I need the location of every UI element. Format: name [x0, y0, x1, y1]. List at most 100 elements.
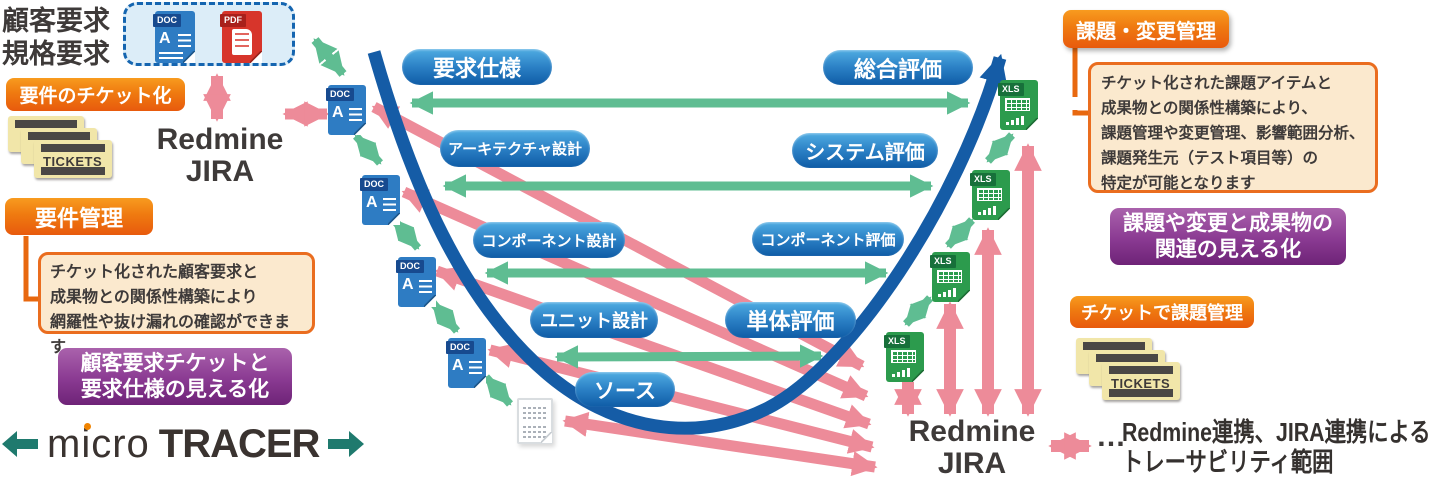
purple-right-line2: 関連の見える化: [1154, 238, 1302, 261]
ticket-issue-management-badge: チケットで課題管理: [1070, 296, 1254, 328]
xls-bars: [1006, 116, 1024, 125]
desc-right-line1: チケット化された課題アイテムと: [1101, 75, 1332, 92]
xls-file-icon: XLS: [884, 332, 924, 382]
tickets-icon: TICKETS: [8, 116, 114, 180]
doc-file-label: DOC: [446, 341, 474, 354]
phase-pill-architecture-design: アーキテクチャ設計: [440, 130, 590, 167]
jira-text: JIRA: [937, 447, 1007, 478]
source-line: [523, 412, 547, 414]
xls-file-icon: XLS: [930, 252, 970, 302]
connector-reqmgmt-desc: [23, 236, 40, 302]
source-file-icon: [517, 398, 553, 444]
doc-letter: A: [159, 30, 171, 47]
ticket-front: TICKETS: [1102, 362, 1180, 400]
callout-connectors: [23, 46, 1088, 302]
doc-file-icon: DOC A: [360, 175, 400, 225]
xls-bars: [938, 288, 956, 297]
doc-letter: A: [332, 104, 344, 121]
issue-change-description: チケット化された課題アイテムと 成果物との関係性構築により、 課題管理や変更管理…: [1088, 62, 1378, 193]
redmine-text: Redmine: [908, 415, 1036, 448]
pdf-file-label: PDF: [220, 14, 246, 27]
redmine-text: Redmine: [156, 123, 284, 156]
redmine-jira-label-bottom: Redmine JIRA: [898, 416, 1046, 478]
desc-right-line5: 特定が可能となります: [1101, 175, 1256, 192]
customer-requirements-label: 顧客要求 規格要求: [2, 5, 110, 71]
relation-arrow-level4: [554, 344, 824, 369]
purple-right-line1: 課題や変更と成果物の: [1123, 212, 1333, 235]
relation-arrow-xls3-xls2: [945, 217, 975, 249]
relation-arrow-doc1-doc2: [353, 133, 383, 166]
doc-lines: [349, 108, 362, 121]
issue-change-management-badge: 課題・変更管理: [1063, 10, 1229, 48]
xls-bars: [892, 368, 910, 377]
xls-file-icon: XLS: [970, 170, 1010, 220]
purple-left-line2: 要求仕様の見える化: [80, 378, 270, 401]
doc-lines-bottom: [159, 52, 183, 59]
xls-grid: [977, 188, 1002, 201]
xls-grid: [1005, 98, 1030, 111]
xls-file-label: XLS: [970, 173, 996, 186]
relation-arrow-input-doc1: [311, 37, 347, 77]
doc-file-icon: DOC A: [446, 338, 486, 388]
phase-pill-requirements-spec: 要求仕様: [402, 49, 552, 85]
doc-letter: A: [402, 276, 414, 293]
phase-pill-system-evaluation: システム評価: [792, 133, 938, 168]
pdf-page-glyph: [232, 29, 252, 55]
doc-file-icon: DOC A: [396, 257, 436, 307]
doc-file-label: DOC: [326, 88, 354, 101]
pdf-file-icon: PDF: [220, 11, 262, 63]
requirements-management-badge: 要件管理: [5, 198, 153, 235]
source-line: [523, 431, 547, 433]
connector-issuechange-desc: [1072, 46, 1088, 116]
purple-left-line1: 顧客要求チケットと: [80, 352, 270, 375]
source-line: [523, 417, 547, 419]
logo-orange-dot: [84, 423, 91, 430]
source-line: [523, 436, 547, 438]
microtracer-logo: micro TRACER: [2, 422, 365, 466]
phase-pill-component-design: コンポーネント設計: [473, 222, 625, 258]
phase-pill-overall-evaluation: 総合評価: [823, 50, 973, 85]
desc-right-line3: 課題管理や変更管理、影響範囲分析、: [1101, 125, 1365, 142]
doc-letter: A: [366, 194, 378, 211]
requirements-management-description: チケット化された顧客要求と 成果物との関係性構築により 網羅性や抜け漏れの確認が…: [38, 252, 315, 356]
logo-right-arrow-icon: [328, 431, 365, 457]
redmine-jira-label-top: Redmine JIRA: [156, 124, 284, 188]
xls-file-label: XLS: [930, 255, 956, 268]
legend-text: Redmine連携、JIRA連携による トレーサビリティ範囲: [1122, 417, 1431, 477]
xls-grid: [937, 270, 962, 283]
v-process-curve: [367, 50, 1008, 435]
jira-text: JIRA: [185, 155, 255, 188]
phase-pill-component-evaluation: コンポーネント評価: [752, 222, 904, 256]
doc-file-label: DOC: [153, 14, 181, 27]
desc-right-line2: 成果物との関係性構築により、: [1101, 100, 1317, 117]
connector-xls1-desc: [1040, 97, 1088, 110]
logo-tracer-text: TRACER: [158, 422, 321, 466]
ticket-front: TICKETS: [34, 140, 112, 178]
phase-pill-unit-evaluation: 単体評価: [725, 302, 856, 338]
source-line: [523, 407, 547, 409]
ticketize-requirements-badge: 要件のチケット化: [6, 78, 185, 111]
desc-left-line2: 成果物との関係性構築により: [50, 289, 258, 306]
logo-micro-text: micro: [47, 422, 150, 466]
logo-left-arrow-icon: [2, 431, 38, 457]
xls-file-icon: XLS: [998, 80, 1038, 130]
desc-left-line1: チケット化された顧客要求と: [50, 264, 259, 281]
phase-pill-unit-design: ユニット設計: [530, 302, 658, 338]
visualization-highlight-left: 顧客要求チケットと 要求仕様の見える化: [58, 348, 292, 405]
standard-requirements-line2: 規格要求: [2, 39, 110, 69]
xls-bars: [978, 206, 996, 215]
phase-pill-source: ソース: [575, 372, 675, 407]
relation-arrow-doc3-doc4: [429, 300, 461, 334]
legend-line2: トレーサビリティ範囲: [1122, 447, 1334, 477]
tickets-label: TICKETS: [43, 154, 103, 169]
doc-file-label: DOC: [360, 178, 388, 191]
xls-grid: [891, 350, 916, 363]
doc-letter: A: [452, 357, 464, 374]
green-relation-arrows: [311, 37, 1015, 407]
doc-file-icon: DOC A: [153, 11, 195, 63]
relation-arrow-xls4-xls3: [903, 295, 933, 327]
input-documents-box: [123, 2, 295, 66]
doc-lines: [419, 280, 432, 293]
legend-line1: Redmine連携、JIRA連携による: [1122, 417, 1431, 447]
customer-requirements-line1: 顧客要求: [2, 6, 110, 36]
